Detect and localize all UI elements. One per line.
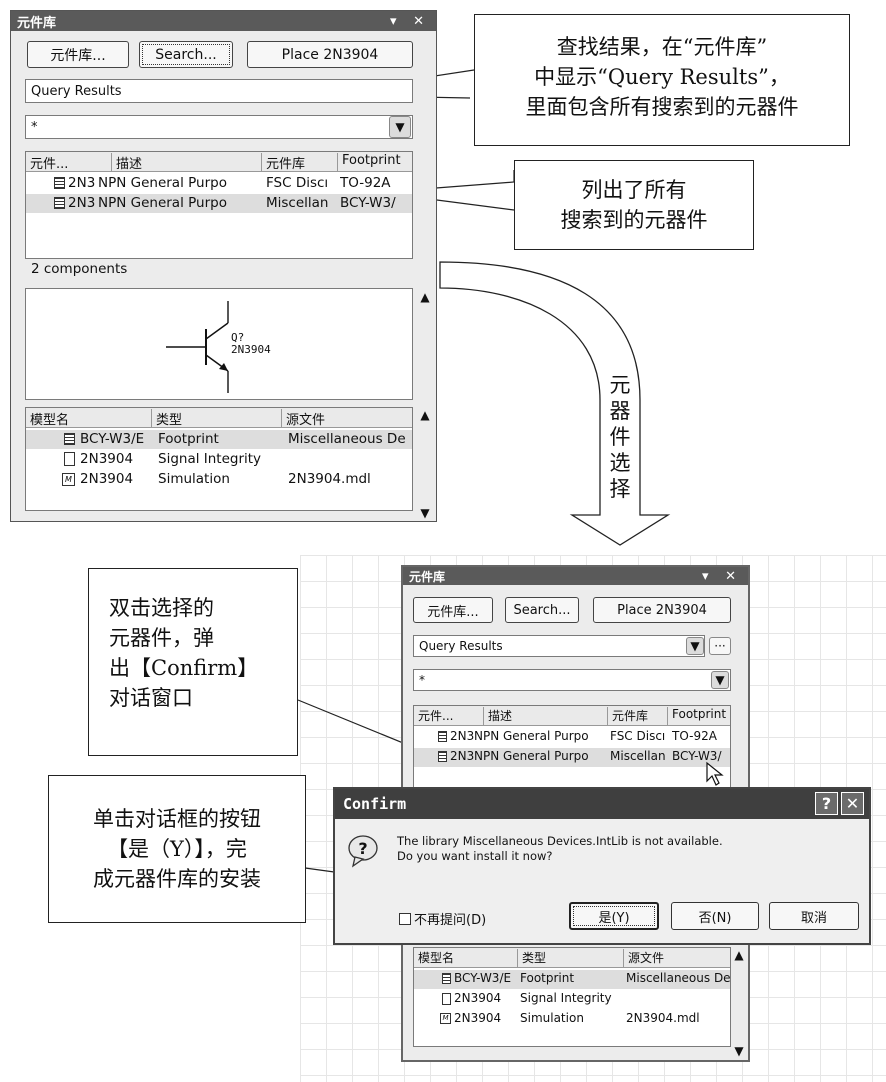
component-list[interactable]: 元件... 描述 元件库 Footprint 2N3 NPN General P…: [25, 151, 413, 259]
callout-click-yes: 单击对话框的按钮 【是（Y）】，完 成元器件库的安装: [48, 775, 306, 923]
arrow-label: 元 器 件 选 择: [609, 373, 631, 501]
panel-controls[interactable]: ▾ ✕: [702, 568, 742, 584]
cancel-button[interactable]: 取消: [769, 902, 859, 930]
place-button[interactable]: Place 2N3904: [593, 597, 731, 623]
col-lib[interactable]: 元件库: [608, 707, 668, 725]
dialog-titlebar: Confirm ? ✕: [335, 789, 869, 819]
chevron-down-icon[interactable]: ▼: [711, 671, 729, 689]
list-item[interactable]: 2N3904 Signal Integrity: [414, 990, 730, 1009]
filter-value: *: [419, 673, 425, 687]
table-row[interactable]: 2N3 NPN General Purpo Miscellan BCY-W3/: [26, 194, 412, 213]
chevron-down-icon[interactable]: ▼: [686, 637, 704, 655]
list-item[interactable]: M 2N3904 Simulation 2N3904.mdl: [26, 470, 412, 489]
col-lib[interactable]: 元件库: [262, 153, 338, 171]
table-row[interactable]: 2N3 NPN General Purpo FSC Discı TO-92A: [26, 174, 412, 193]
filter-input[interactable]: *: [25, 115, 413, 139]
model-list[interactable]: 模型名 类型 源文件 BCY-W3/E Footprint Miscellane…: [25, 407, 413, 511]
col-model-src[interactable]: 源文件: [286, 413, 326, 427]
model-file-icon: M: [440, 1013, 451, 1024]
component-list-header: 元件... 描述 元件库 Footprint: [26, 152, 412, 172]
search-button[interactable]: Search...: [505, 597, 579, 623]
libraries-button[interactable]: 元件库...: [413, 597, 493, 623]
col-model-type[interactable]: 类型: [152, 409, 282, 427]
place-button[interactable]: Place 2N3904: [247, 41, 413, 68]
chip-icon: [438, 731, 447, 742]
dialog-message-line2: Do you want install it now?: [397, 849, 553, 863]
scroll-down-icon[interactable]: ▼: [420, 506, 430, 520]
chip-icon: [438, 751, 447, 762]
document-icon: [64, 452, 75, 466]
col-desc[interactable]: 描述: [484, 707, 608, 725]
col-footprint[interactable]: Footprint: [672, 707, 727, 721]
library-select[interactable]: Query Results: [25, 79, 413, 103]
help-icon[interactable]: ?: [815, 792, 838, 815]
panel-titlebar: 元件库 ▾ ✕: [403, 567, 748, 585]
filter-value: *: [31, 119, 38, 135]
more-options-icon[interactable]: ···: [709, 637, 731, 655]
dialog-title: Confirm: [343, 795, 407, 813]
model-file-icon: M: [62, 472, 75, 486]
selection-arrow: [439, 261, 671, 546]
close-icon[interactable]: ✕: [841, 792, 864, 815]
symbol-preview: Q? 2N3904: [25, 288, 413, 400]
checkbox-label: 不再提问(D): [414, 913, 487, 928]
col-model-type[interactable]: 类型: [518, 949, 624, 967]
libraries-button[interactable]: 元件库...: [27, 41, 129, 68]
question-icon: ?: [348, 835, 378, 868]
scroll-up-icon[interactable]: ▲: [734, 948, 744, 962]
list-item[interactable]: 2N3904 Signal Integrity: [26, 450, 412, 469]
footprint-icon: [64, 433, 75, 445]
component-list[interactable]: 元件... 描述 元件库 Footprint 2N3 NPN General P…: [413, 705, 731, 793]
table-row[interactable]: 2N3 NPN General Purpo Miscellan BCY-W3/: [414, 748, 730, 767]
yes-button[interactable]: 是(Y): [569, 902, 659, 930]
callout-double-click: 双击选择的 元器件，弹 出【Confirm】 对话窗口: [88, 568, 298, 756]
table-row[interactable]: 2N3 NPN General Purpo FSC Discı TO-92A: [414, 728, 730, 747]
list-item[interactable]: BCY-W3/E Footprint Miscellaneous De: [414, 970, 730, 989]
dialog-message-line1: The library Miscellaneous Devices.IntLib…: [397, 834, 723, 848]
checkbox-box[interactable]: [399, 912, 411, 925]
callout-listed-components: 列出了所有 搜索到的元器件: [514, 160, 754, 250]
chip-icon: [54, 177, 65, 189]
col-model-src[interactable]: 源文件: [628, 951, 665, 965]
col-footprint[interactable]: Footprint: [342, 153, 401, 168]
panel-controls[interactable]: ▾ ✕: [390, 13, 430, 29]
scroll-down-icon[interactable]: ▼: [734, 1044, 744, 1058]
symbol-value: 2N3904: [231, 343, 271, 356]
symbol-ref: Q?: [231, 331, 245, 344]
model-list-header: 模型名 类型 源文件: [414, 948, 730, 968]
panel-title: 元件库: [409, 569, 446, 584]
npn-transistor-icon: [166, 301, 229, 393]
scroll-up-icon[interactable]: ▲: [420, 290, 430, 304]
no-button[interactable]: 否(N): [671, 902, 759, 930]
libraries-panel-bottom: 元件库 ▾ ✕ 元件库... Search... Place 2N3904 Qu…: [401, 565, 750, 1062]
col-model-name[interactable]: 模型名: [414, 949, 518, 967]
mouse-cursor-icon: [706, 761, 724, 786]
model-list[interactable]: 模型名 类型 源文件 BCY-W3/E Footprint Miscellane…: [413, 947, 731, 1047]
footprint-icon: [442, 973, 451, 984]
chip-icon: [54, 197, 65, 209]
scroll-up-icon[interactable]: ▲: [420, 408, 430, 422]
library-select[interactable]: Query Results: [413, 635, 705, 657]
component-count: 2 components: [31, 261, 128, 277]
document-icon: [442, 992, 451, 1005]
dont-ask-checkbox[interactable]: 不再提问(D): [399, 909, 486, 928]
panel-titlebar: 元件库 ▾ ✕: [11, 11, 436, 31]
svg-text:?: ?: [358, 839, 367, 858]
confirm-dialog: Confirm ? ✕ ? The library Miscellaneous …: [333, 787, 871, 945]
col-model-name[interactable]: 模型名: [26, 409, 152, 427]
filter-input[interactable]: *: [413, 669, 731, 691]
libraries-panel-top: 元件库 ▾ ✕ 元件库... Search... Place 2N3904 Qu…: [10, 10, 437, 522]
component-list-header: 元件... 描述 元件库 Footprint: [414, 706, 730, 726]
col-desc[interactable]: 描述: [112, 153, 262, 171]
search-button[interactable]: Search...: [139, 41, 233, 68]
list-item[interactable]: BCY-W3/E Footprint Miscellaneous De: [26, 430, 412, 449]
col-name[interactable]: 元件...: [414, 707, 484, 725]
panel-title: 元件库: [17, 15, 57, 31]
list-item[interactable]: M 2N3904 Simulation 2N3904.mdl: [414, 1010, 730, 1029]
model-list-header: 模型名 类型 源文件: [26, 408, 412, 428]
col-name[interactable]: 元件...: [26, 153, 112, 171]
chevron-down-icon[interactable]: ▼: [389, 116, 411, 138]
callout-query-results: 查找结果，在“元件库” 中显示“Query Results”， 里面包含所有搜索…: [474, 14, 850, 146]
